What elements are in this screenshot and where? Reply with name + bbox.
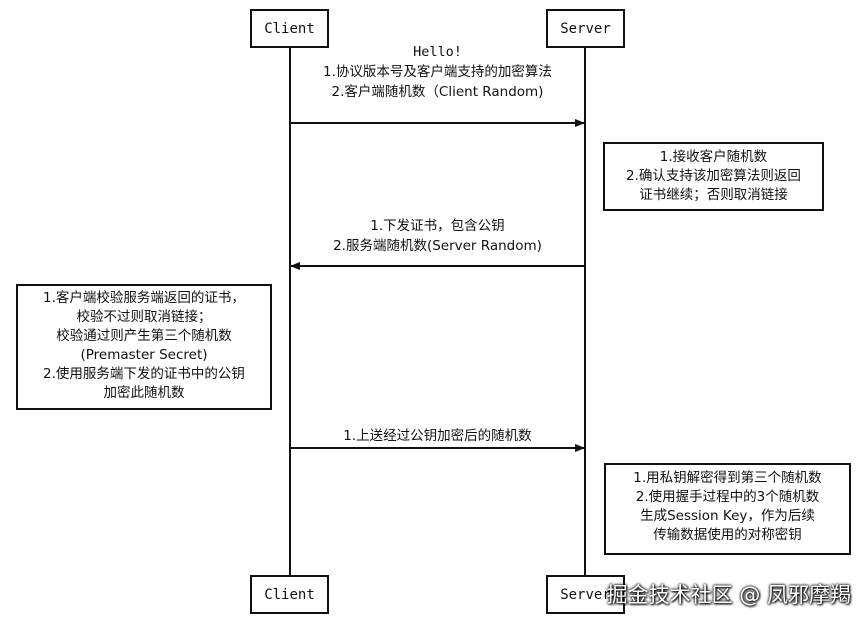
hello-line: Hello! (413, 44, 462, 60)
client-actor-bottom: Client (250, 575, 329, 614)
note-line: 传输数据使用的对称密钥 (653, 527, 802, 543)
client-actor-top: Client (250, 9, 329, 48)
note-line: 2.使用握手过程中的3个随机数 (635, 489, 820, 505)
server-actor-bottom: Server (546, 575, 625, 614)
hello-line: 1.协议版本号及客户端支持的加密算法 (323, 64, 552, 80)
note-line: 2.使用服务端下发的证书中的公钥 (43, 366, 245, 382)
server-actor-label: Server (560, 586, 611, 603)
client-send-message-label: 1.上送经过公钥加密后的随机数 (290, 426, 585, 446)
client-actor-label: Client (264, 586, 315, 603)
server-cert-line: 2.服务端随机数(Server Random) (333, 238, 542, 254)
note-line: 校验通过则产生第三个随机数 (56, 328, 232, 344)
server-cert-message-label: 1.下发证书，包含公钥 2.服务端随机数(Server Random) (290, 216, 585, 256)
client-verify-note: 1.客户端校验服务端返回的证书， 校验不过则取消链接； 校验通过则产生第三个随机… (16, 284, 272, 410)
server-decrypt-note: 1.用私钥解密得到第三个随机数 2.使用握手过程中的3个随机数 生成Sessio… (604, 463, 851, 555)
server-actor-top: Server (546, 9, 625, 48)
hello-message-label: Hello! 1.协议版本号及客户端支持的加密算法 2.客户端随机数（Clien… (290, 42, 585, 102)
note-line: 证书继续；否则取消链接 (639, 187, 788, 203)
note-line: 加密此随机数 (103, 385, 185, 401)
note-line: 生成Session Key，作为后续 (640, 508, 815, 524)
note-line: 1.客户端校验服务端返回的证书， (43, 290, 245, 306)
note-line: 校验不过则取消链接； (76, 309, 212, 325)
client-actor-label: Client (264, 20, 315, 37)
server-actor-label: Server (560, 20, 611, 37)
server-receive-note: 1.接收客户随机数 2.确认支持该加密算法则返回 证书继续；否则取消链接 (603, 142, 824, 211)
watermark: 掘金技术社区 @ 凤邪摩羯 (606, 583, 851, 607)
hello-line: 2.客户端随机数（Client Random) (331, 84, 544, 100)
server-cert-line: 1.下发证书，包含公钥 (370, 218, 505, 234)
note-line: (Premaster Secret) (80, 347, 208, 363)
note-line: 1.接收客户随机数 (659, 149, 768, 165)
client-send-line: 1.上送经过公钥加密后的随机数 (343, 428, 532, 444)
note-line: 1.用私钥解密得到第三个随机数 (633, 470, 822, 486)
note-line: 2.确认支持该加密算法则返回 (626, 168, 801, 184)
